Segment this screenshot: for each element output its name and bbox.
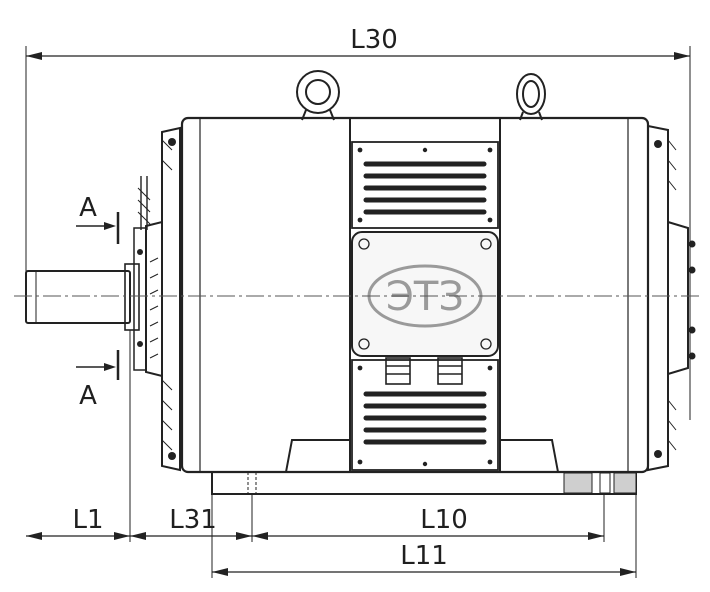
section-label-top: A [79,193,97,223]
right-end-bolts [654,140,696,458]
motor-feet [285,439,559,473]
label-l31: L31 [169,505,217,535]
lifting-eye-left [296,70,340,121]
upper-louvre-cover [351,141,499,229]
label-l30: L30 [350,25,398,55]
cable-glands [385,357,463,385]
extension-lines [129,330,637,578]
dimension-row-1 [26,532,604,540]
section-mark-top [76,212,120,244]
base-plate [211,471,637,495]
section-mark-bottom [76,350,120,380]
label-l10: L10 [420,505,468,535]
left-end-bolts [137,138,176,460]
lower-louvre-cover [351,359,499,471]
shaft [25,263,140,331]
lifting-eye-right [516,73,546,121]
logo-text: ЭТЗ [386,274,464,320]
left-end-shield [133,126,181,472]
label-l11: L11 [400,541,448,571]
label-l1: L1 [72,505,103,535]
section-label-bottom: A [79,381,97,411]
right-end-shield [647,124,689,472]
dimension-l11 [212,568,636,576]
terminal-plate [351,231,499,357]
